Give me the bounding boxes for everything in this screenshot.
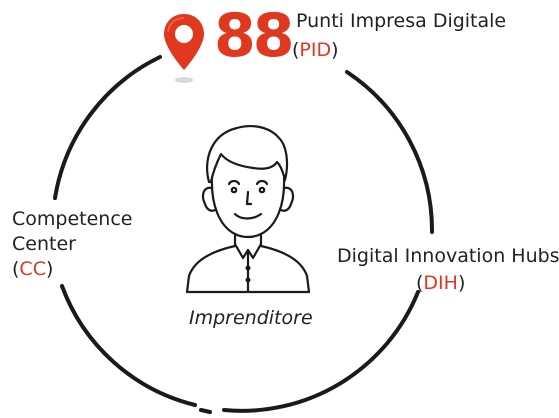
- competence-center-label: Competence Center (CC): [12, 207, 132, 282]
- arc-cc-to-bottom: [60, 284, 197, 407]
- cc-abbreviation: (CC): [12, 258, 54, 280]
- cc-line-1: Competence: [12, 208, 133, 230]
- pid-abbreviation: (PID): [292, 39, 339, 61]
- arc-pid-to-dih: [345, 70, 435, 234]
- arc-bottom-to-dih: [222, 290, 420, 413]
- pid-title: Punti Impresa Digitale: [296, 10, 507, 32]
- dih-abbreviation: (DIH): [416, 272, 466, 294]
- arc-pid-to-cc: [53, 55, 162, 200]
- entrepreneur-label: Imprenditore: [189, 307, 313, 329]
- dih-title: Digital Innovation Hubs: [337, 245, 559, 267]
- pid-acronym: PID: [299, 39, 332, 61]
- cc-line-2: Center: [12, 233, 76, 255]
- dih-acronym: DIH: [423, 272, 458, 294]
- entrepreneur-icon: [185, 125, 311, 294]
- pid-count: 88: [214, 1, 294, 71]
- map-pin-icon: [164, 14, 204, 83]
- arc-bottom-dash: [199, 408, 212, 414]
- cc-acronym: CC: [19, 258, 46, 280]
